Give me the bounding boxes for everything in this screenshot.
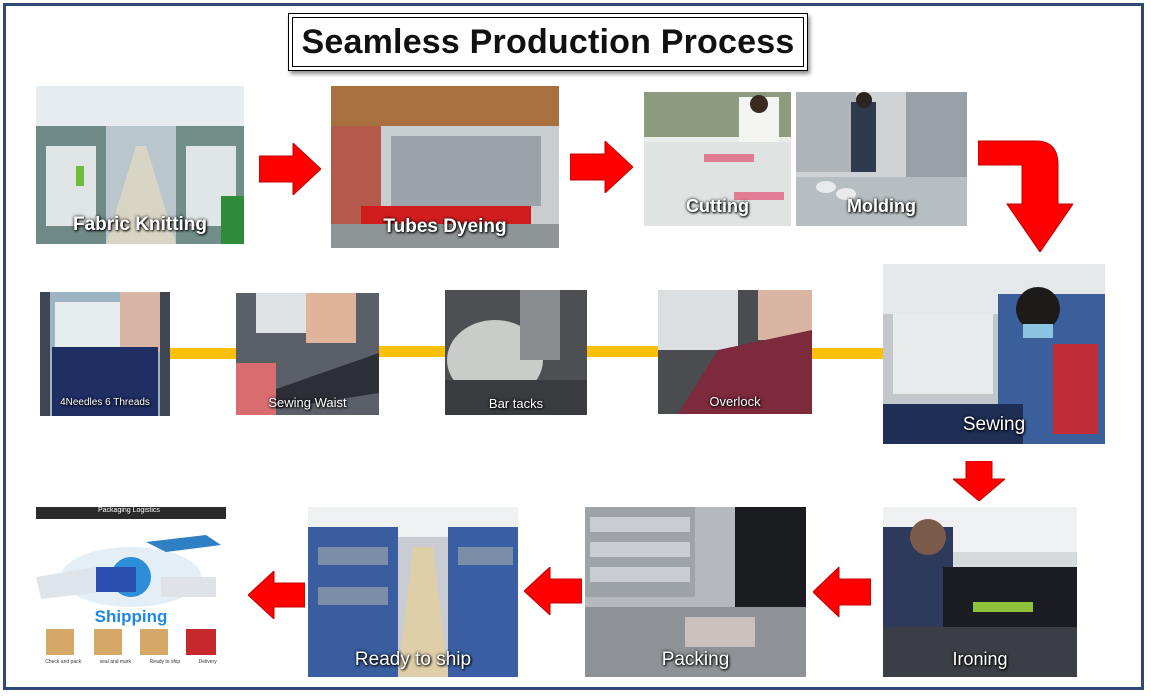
sewing-photo: Sewing: [883, 264, 1105, 444]
connector-line: [379, 346, 445, 357]
shipping-icon-caption: Ready to ship: [149, 659, 181, 665]
fabric-knitting-label: Fabric Knitting: [72, 214, 208, 235]
needles-threads-photo: 4Needles 6 Threads: [40, 292, 170, 416]
shipping-icon-caption: Check and pack: [45, 659, 82, 665]
shipping-graphic: Packaging Logistics Shipping Check and p…: [36, 507, 226, 673]
shipping-icon-caption: seal and mark: [99, 659, 132, 665]
arrow-right-icon: [570, 141, 633, 193]
arrow-turn-down-icon: [978, 140, 1073, 252]
needles-threads-label: 4Needles 6 Threads: [60, 397, 150, 408]
ironing-label: Ironing: [952, 649, 1008, 669]
ready-to-ship-label: Ready to ship: [354, 649, 472, 670]
shipping-icon-caption: Delivery: [198, 659, 217, 665]
overlock-label: Overlock: [709, 394, 761, 409]
arrow-left-icon: [248, 571, 305, 619]
arrow-left-icon: [813, 567, 871, 617]
tubes-dyeing-label: Tubes Dyeing: [383, 216, 507, 237]
bar-tacks-photo: Bar tacks: [445, 290, 587, 415]
sewing-waist-label: Sewing Waist: [268, 395, 347, 410]
shipping-label: Shipping: [94, 607, 168, 626]
shipping-graphic-header: Packaging Logistics: [98, 507, 160, 514]
cutting-label: Cutting: [686, 196, 749, 216]
packing-photo: Packing: [585, 507, 806, 677]
overlock-photo: Overlock: [658, 290, 812, 414]
arrow-left-icon: [524, 567, 582, 615]
arrow-right-icon: [259, 143, 321, 195]
diagram-border: [3, 3, 1144, 690]
connector-line: [587, 346, 658, 357]
cutting-photo: Cutting: [644, 92, 791, 226]
molding-photo: Molding: [796, 92, 967, 226]
molding-label: Molding: [847, 196, 916, 216]
bar-tacks-label: Bar tacks: [488, 396, 544, 411]
fabric-knitting-photo: Fabric Knitting: [36, 86, 244, 244]
ironing-photo: Ironing: [883, 507, 1077, 677]
sewing-waist-photo: Sewing Waist: [236, 293, 379, 415]
connector-line: [170, 348, 236, 359]
title-box: Seamless Production Process: [288, 13, 808, 71]
sewing-label: Sewing: [962, 414, 1026, 435]
tubes-dyeing-photo: Tubes Dyeing: [331, 86, 559, 248]
connector-line: [812, 348, 883, 359]
arrow-down-icon: [953, 461, 1005, 501]
packing-label: Packing: [661, 649, 730, 670]
diagram-title: Seamless Production Process: [301, 22, 795, 61]
ready-to-ship-photo: Ready to ship: [308, 507, 518, 677]
